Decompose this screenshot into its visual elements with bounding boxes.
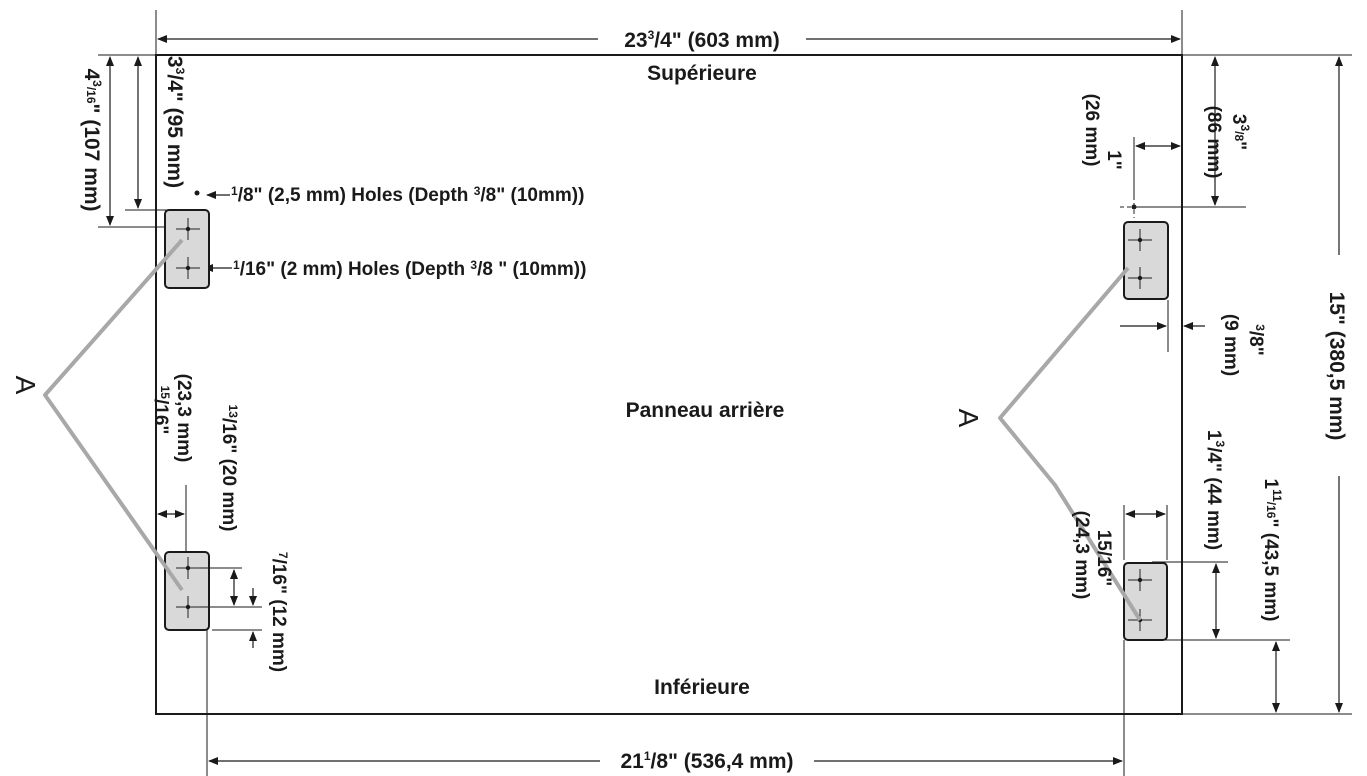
left-outer-offset-label: 43/16" (107 mm) [80, 68, 104, 211]
overall-width-label: 233/4" (603 mm) [624, 28, 780, 52]
right-top-offset-dimensions: 33/8" (86 mm) 1" (26 mm) 3/8" (9 mm) [1081, 56, 1267, 376]
hole-small-note: 1/8" (2,5 mm) Holes (Depth 3/8" (10mm)) [194, 184, 584, 206]
crosshair-icon [176, 218, 200, 240]
left-bottom-bracket [164, 551, 210, 631]
hole-dot-icon [194, 190, 200, 196]
crosshair-icon [1128, 229, 1152, 251]
overall-height-dimension: 15" (380,5 mm) [1182, 54, 1352, 715]
right-lower-dimensions: 15/16" (24,3 mm) 13/4" (44 mm) 111/16" (… [1071, 430, 1290, 713]
crosshair-icon [176, 257, 200, 279]
mount-spacing-dimension: 211/8" (536,4 mm) [206, 630, 1125, 776]
right-top-offset-mm-label: (86 mm) [1203, 106, 1224, 179]
hole-small-label: 1/8" (2,5 mm) Holes (Depth 3/8" (10mm)) [231, 184, 584, 206]
left-bracket-dimensions: 15/16" (23,3 mm) 13/16" (20 mm) 7/16" (1… [150, 374, 290, 672]
crosshair-icon [1128, 267, 1152, 289]
right-bracket-width-label: 15/16" [1093, 530, 1114, 587]
left-callout-label: A [10, 376, 41, 395]
crosshair-icon [176, 596, 200, 618]
right-top-bracket [1120, 196, 1169, 300]
left-bracket-width-label: 15/16" [150, 386, 172, 435]
crosshair-icon [176, 557, 200, 579]
left-bracket-width-mm-label: (23,3 mm) [173, 374, 194, 463]
left-hole-pitch-label: 7/16" (12 mm) [268, 552, 290, 672]
rear-panel-outline [155, 54, 1183, 715]
crosshair-icon [1128, 569, 1152, 591]
hole-tiny-note: 1/16" (2 mm) Holes (Depth 3/8 " (10mm)) [203, 258, 586, 280]
right-callout-label: A [953, 409, 984, 428]
overall-height-label: 15" (380,5 mm) [1325, 292, 1348, 441]
right-top-offset-label: 33/8" [1228, 114, 1252, 150]
right-inset-mm-label: (26 mm) [1081, 94, 1102, 167]
right-callout: A [953, 266, 1142, 622]
left-callout: A [10, 238, 184, 592]
right-edge-label: 3/8" [1245, 324, 1267, 356]
panel-bottom-label: Inférieure [654, 676, 750, 699]
right-bracket-width-mm-label: (24,3 mm) [1071, 511, 1092, 600]
panel-top-label: Supérieure [647, 62, 757, 85]
panel-center-label: Panneau arrière [626, 399, 785, 422]
left-bracket-pitch-label: 13/16" (20 mm) [218, 405, 240, 532]
left-top-offset-dimensions: 43/16" (107 mm) 33/4" (95 mm) [80, 54, 187, 228]
right-hole-pitch-label: 13/4" (44 mm) [1203, 430, 1227, 550]
overall-width-dimension: 233/4" (603 mm) [155, 10, 1183, 55]
right-edge-mm-label: (9 mm) [1220, 314, 1241, 376]
left-top-bracket [164, 209, 210, 289]
mount-spacing-label: 211/8" (536,4 mm) [620, 749, 793, 773]
hole-tiny-label: 1/16" (2 mm) Holes (Depth 3/8 " (10mm)) [233, 258, 586, 280]
right-lower-offset-label: 111/16" (43,5 mm) [1260, 479, 1284, 622]
right-inset-label: 1" [1103, 150, 1124, 170]
left-inner-offset-label: 33/4" (95 mm) [163, 56, 187, 188]
